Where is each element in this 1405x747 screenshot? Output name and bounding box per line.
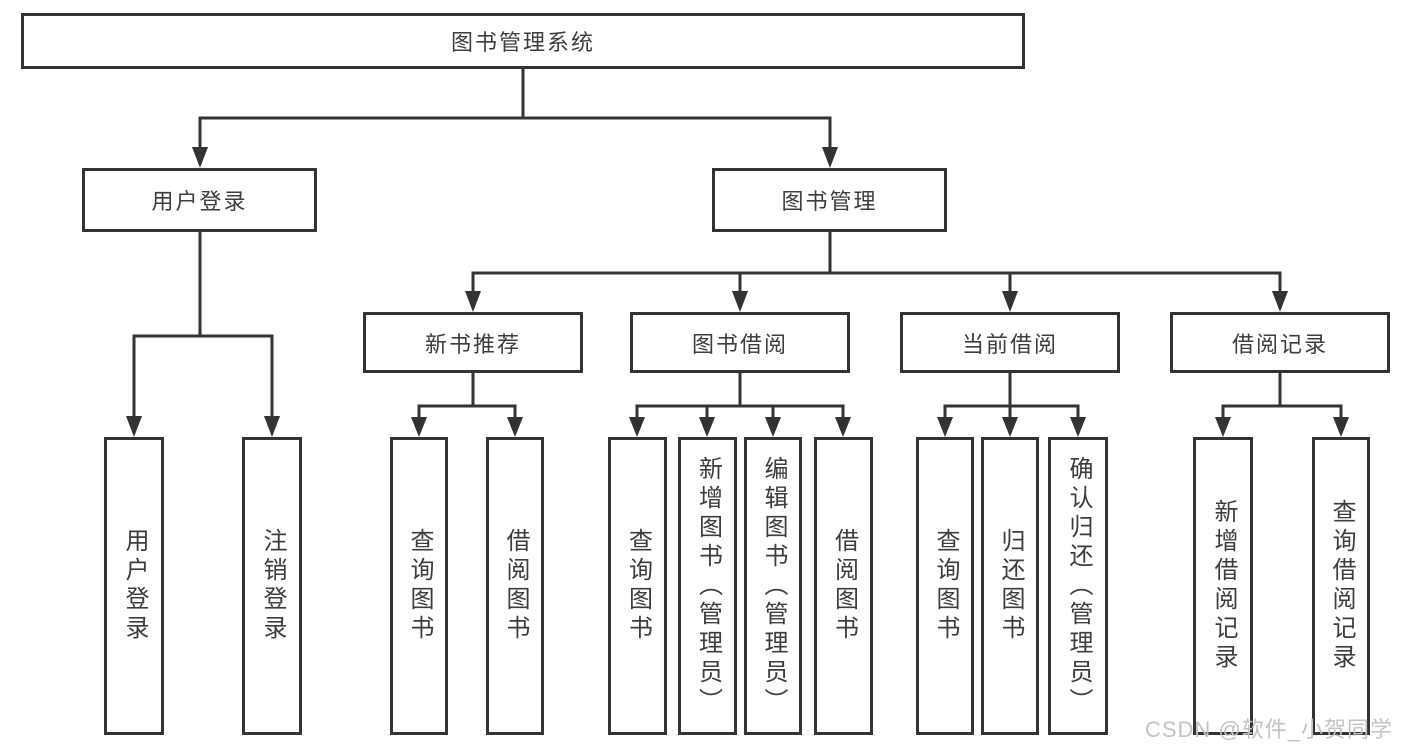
node-book-borrow: 图书借阅 <box>630 312 850 373</box>
leaf-user-login: 用户登录 <box>104 437 164 735</box>
arrowhead <box>765 417 781 437</box>
arrowhead <box>1215 417 1231 437</box>
connector-book-branch <box>471 271 1282 291</box>
leaf-logout: 注销登录 <box>242 437 302 735</box>
leaf-confirm-return-admin: 确认归还（管理员） <box>1048 437 1108 735</box>
arrowhead <box>822 147 838 168</box>
arrowhead <box>1002 291 1018 312</box>
leaf-borrow-query-book: 查询图书 <box>608 437 667 735</box>
leaf-add-borrow-record: 新增借阅记录 <box>1193 437 1253 735</box>
leaf-query-borrow-record: 查询借阅记录 <box>1312 437 1370 735</box>
leaf-recommend-borrow-book: 借阅图书 <box>486 437 544 735</box>
leaf-add-book-admin: 新增图书（管理员） <box>678 437 737 735</box>
leaf-return-book: 归还图书 <box>981 437 1039 735</box>
arrowhead <box>1002 417 1018 437</box>
arrowhead <box>937 417 953 437</box>
arrowhead <box>699 417 715 437</box>
arrowhead <box>1333 417 1349 437</box>
arrowhead <box>732 291 748 312</box>
node-borrow-records: 借阅记录 <box>1170 312 1390 373</box>
node-user-login: 用户登录 <box>82 168 317 232</box>
node-new-book-recommend: 新书推荐 <box>363 312 583 373</box>
arrowhead <box>835 417 851 437</box>
watermark: CSDN @软件_小贺同学 <box>1144 717 1393 742</box>
arrowhead <box>411 417 427 437</box>
arrowhead <box>126 416 142 437</box>
arrowhead <box>465 291 481 312</box>
arrowhead <box>264 416 280 437</box>
leaf-borrow-book: 借阅图书 <box>814 437 873 735</box>
leaf-current-query-book: 查询图书 <box>916 437 974 735</box>
node-current-borrow: 当前借阅 <box>900 312 1120 373</box>
leaf-edit-book-admin: 编辑图书（管理员） <box>744 437 802 735</box>
node-root: 图书管理系统 <box>21 13 1025 69</box>
arrowhead <box>507 417 523 437</box>
arrowhead <box>1272 291 1288 312</box>
arrowhead <box>629 417 645 437</box>
node-book-management: 图书管理 <box>712 168 947 232</box>
leaf-recommend-query-book: 查询图书 <box>390 437 448 735</box>
connector-user-branch <box>132 334 274 416</box>
connector-root-branch <box>198 116 832 147</box>
arrowhead <box>1070 417 1086 437</box>
arrowhead <box>192 147 208 168</box>
